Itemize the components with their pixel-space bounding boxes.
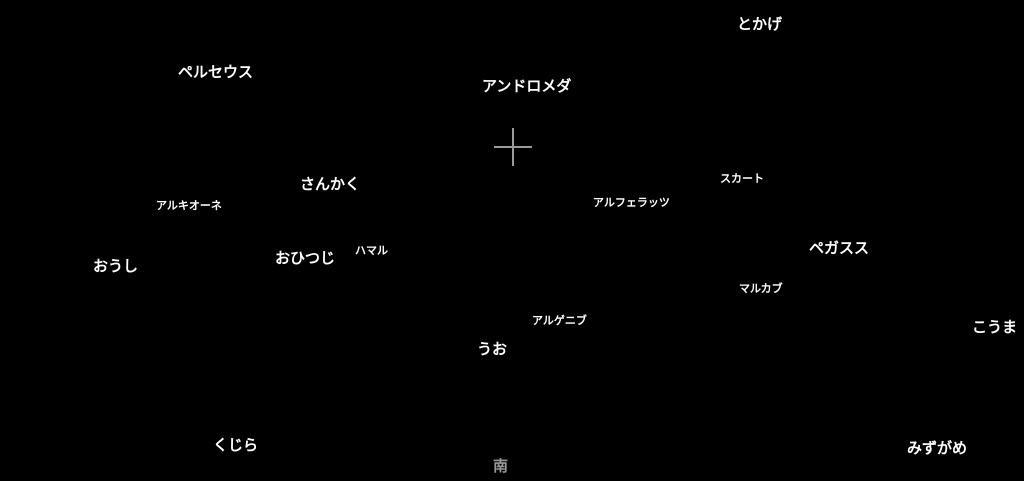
sky-label-taurus: おうし — [93, 257, 139, 275]
sky-label-equuleus: こうま — [972, 318, 1018, 336]
sky-label-alpheratz: アルフェラッツ — [593, 196, 670, 209]
sky-label-alcyone: アルキオーネ — [156, 199, 222, 212]
sky-label-south: 南 — [493, 457, 509, 475]
sky-label-hamal: ハマル — [355, 244, 388, 257]
sky-label-algenib: アルゲニブ — [532, 314, 587, 327]
sky-label-scheat: スカート — [720, 172, 764, 185]
sky-label-cetus: くじら — [213, 436, 259, 454]
sky-label-aquarius: みずがめ — [907, 439, 968, 457]
sky-label-pisces: うお — [477, 340, 508, 358]
sky-label-pegasus: ペガスス — [809, 239, 870, 257]
crosshair-vertical-line — [512, 128, 514, 166]
sky-label-aries: おひつじ — [275, 249, 336, 267]
sky-label-perseus: ペルセウス — [178, 63, 254, 81]
sky-label-markab: マルカブ — [739, 282, 783, 295]
sky-label-andromeda: アンドロメダ — [482, 77, 572, 95]
sky-label-lacerta: とかげ — [737, 15, 783, 33]
sky-label-triangulum: さんかく — [300, 175, 361, 193]
